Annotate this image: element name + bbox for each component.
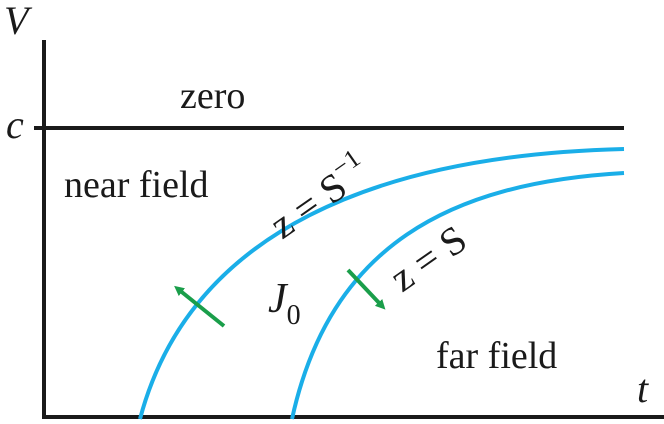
x-axis-label: t <box>637 366 649 411</box>
curve-lower-label: z = S <box>381 216 474 300</box>
y-axis-label: V <box>4 0 33 43</box>
arrow-down-right-icon <box>346 268 386 310</box>
c-tick-label: c <box>6 102 24 147</box>
region-zero-label: zero <box>180 75 245 117</box>
region-far-field-label: far field <box>436 335 557 377</box>
arrow-up-left-icon <box>174 285 226 328</box>
region-j0-label: J0 <box>268 276 301 331</box>
curve-z-equals-s <box>290 171 625 420</box>
curve-z-equals-s-inverse <box>138 147 625 420</box>
region-near-field-label: near field <box>64 164 209 206</box>
